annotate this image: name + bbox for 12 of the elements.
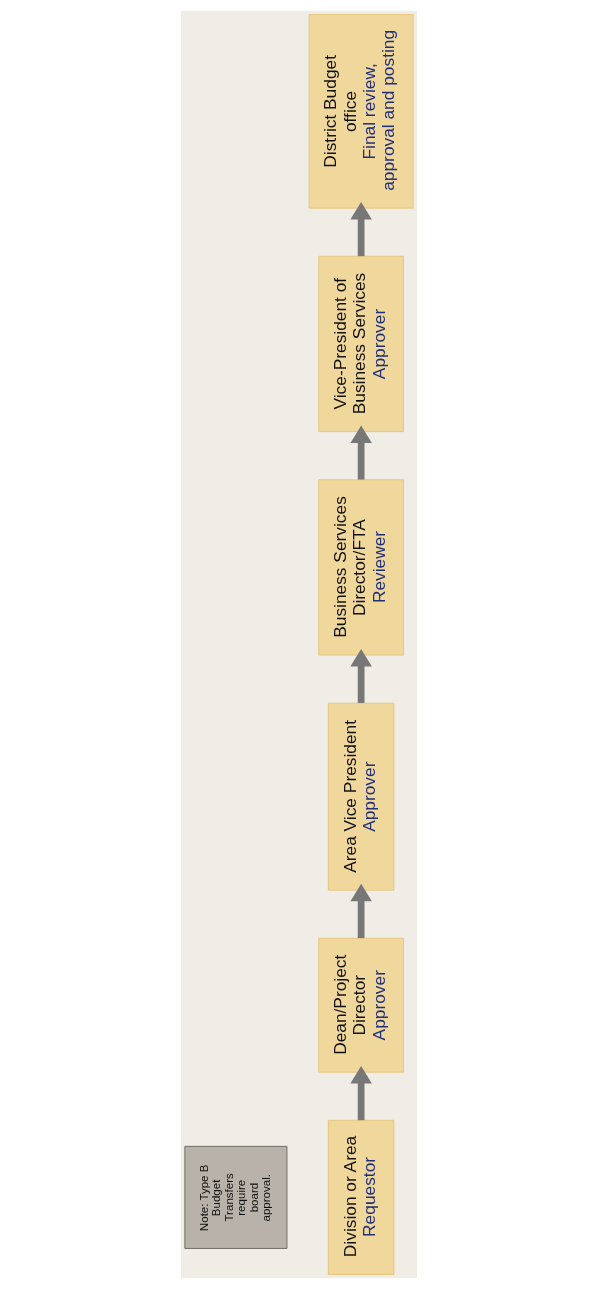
- node-box: Area Vice President Approver: [327, 702, 394, 891]
- node-box: Vice-President of Business Services Approver: [317, 255, 404, 433]
- node-box: District Budget office Final review, approval and posting: [308, 14, 414, 209]
- arrow: [349, 648, 372, 703]
- node-box: Note: Type B Budget Transfers require board approval.: [183, 1145, 287, 1249]
- arrow: [349, 883, 372, 939]
- arrow: [349, 201, 372, 257]
- node-box: Dean/Project Director Approver: [317, 937, 404, 1073]
- node-box: Division or Area Requestor: [327, 1119, 394, 1275]
- node-box: Business Services Director/FTA Reviewer: [317, 479, 404, 656]
- arrow: [349, 1065, 372, 1121]
- arrow: [349, 425, 372, 480]
